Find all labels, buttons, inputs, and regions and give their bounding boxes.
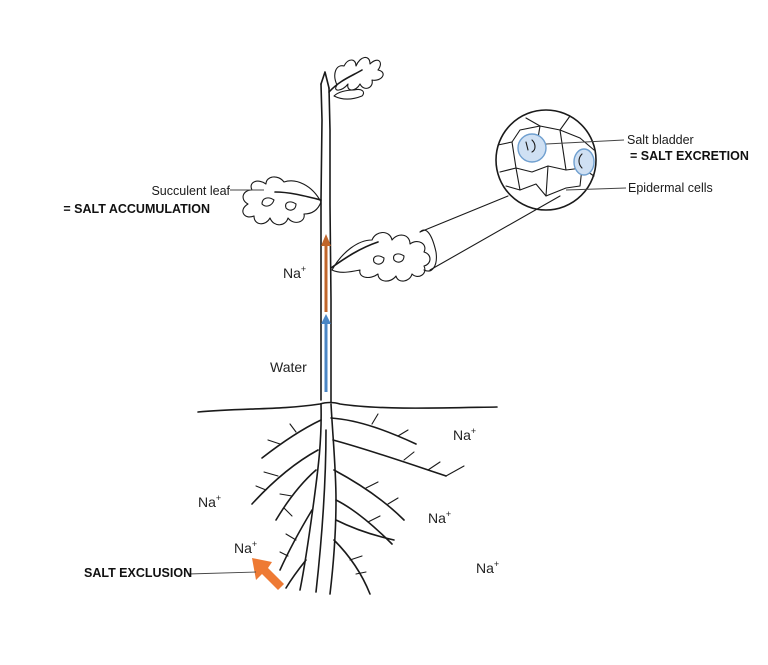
salt-exclusion-arrow — [252, 558, 284, 590]
salt-bladder-primary — [517, 133, 547, 163]
magnification-lines — [419, 195, 561, 272]
leader-salt-exclusion — [187, 571, 257, 575]
ion-charge: + — [216, 493, 221, 503]
ion-charge: + — [494, 559, 499, 569]
succulent-leaf-left — [242, 176, 322, 226]
root-system — [251, 403, 465, 595]
ion-charge: + — [471, 426, 476, 436]
sodium-transport-arrow — [321, 234, 331, 312]
ion-base: Na — [198, 494, 216, 510]
ion-base: Na — [234, 540, 252, 556]
ion-label-stem: Na+ — [283, 264, 306, 281]
ion-label-soil-exclusion: Na+ — [234, 539, 257, 556]
ion-base: Na — [428, 510, 446, 526]
label-succulent-leaf: Succulent leaf — [151, 184, 230, 198]
salt-bladders — [517, 133, 595, 176]
ion-label-soil-right-bottom: Na+ — [476, 559, 499, 576]
ion-label-soil-right-top: Na+ — [453, 426, 476, 443]
label-salt-accumulation: = SALT ACCUMULATION — [63, 202, 210, 216]
salt-bladder-secondary — [573, 148, 595, 176]
ion-base: Na — [476, 560, 494, 576]
water-transport-arrow — [321, 314, 331, 392]
label-water: Water — [270, 359, 307, 375]
epidermis-magnified-view — [495, 109, 597, 211]
soil-surface-line — [197, 401, 498, 413]
label-salt-bladder: Salt bladder — [627, 133, 694, 147]
label-salt-excretion: = SALT EXCRETION — [630, 149, 749, 163]
leader-epidermal-cells — [565, 187, 627, 191]
ion-base: Na — [453, 427, 471, 443]
ion-charge: + — [252, 539, 257, 549]
ion-stem-charge: + — [301, 264, 306, 274]
ion-stem-base: Na — [283, 265, 301, 281]
apical-leaves — [328, 56, 384, 100]
ion-charge: + — [446, 509, 451, 519]
ion-label-soil-right-mid: Na+ — [428, 509, 451, 526]
ion-label-soil-left: Na+ — [198, 493, 221, 510]
label-epidermal-cells: Epidermal cells — [628, 181, 713, 195]
succulent-leaf-right — [330, 231, 431, 282]
label-salt-exclusion: SALT EXCLUSION — [84, 566, 192, 580]
leader-salt-bladder — [545, 139, 625, 145]
